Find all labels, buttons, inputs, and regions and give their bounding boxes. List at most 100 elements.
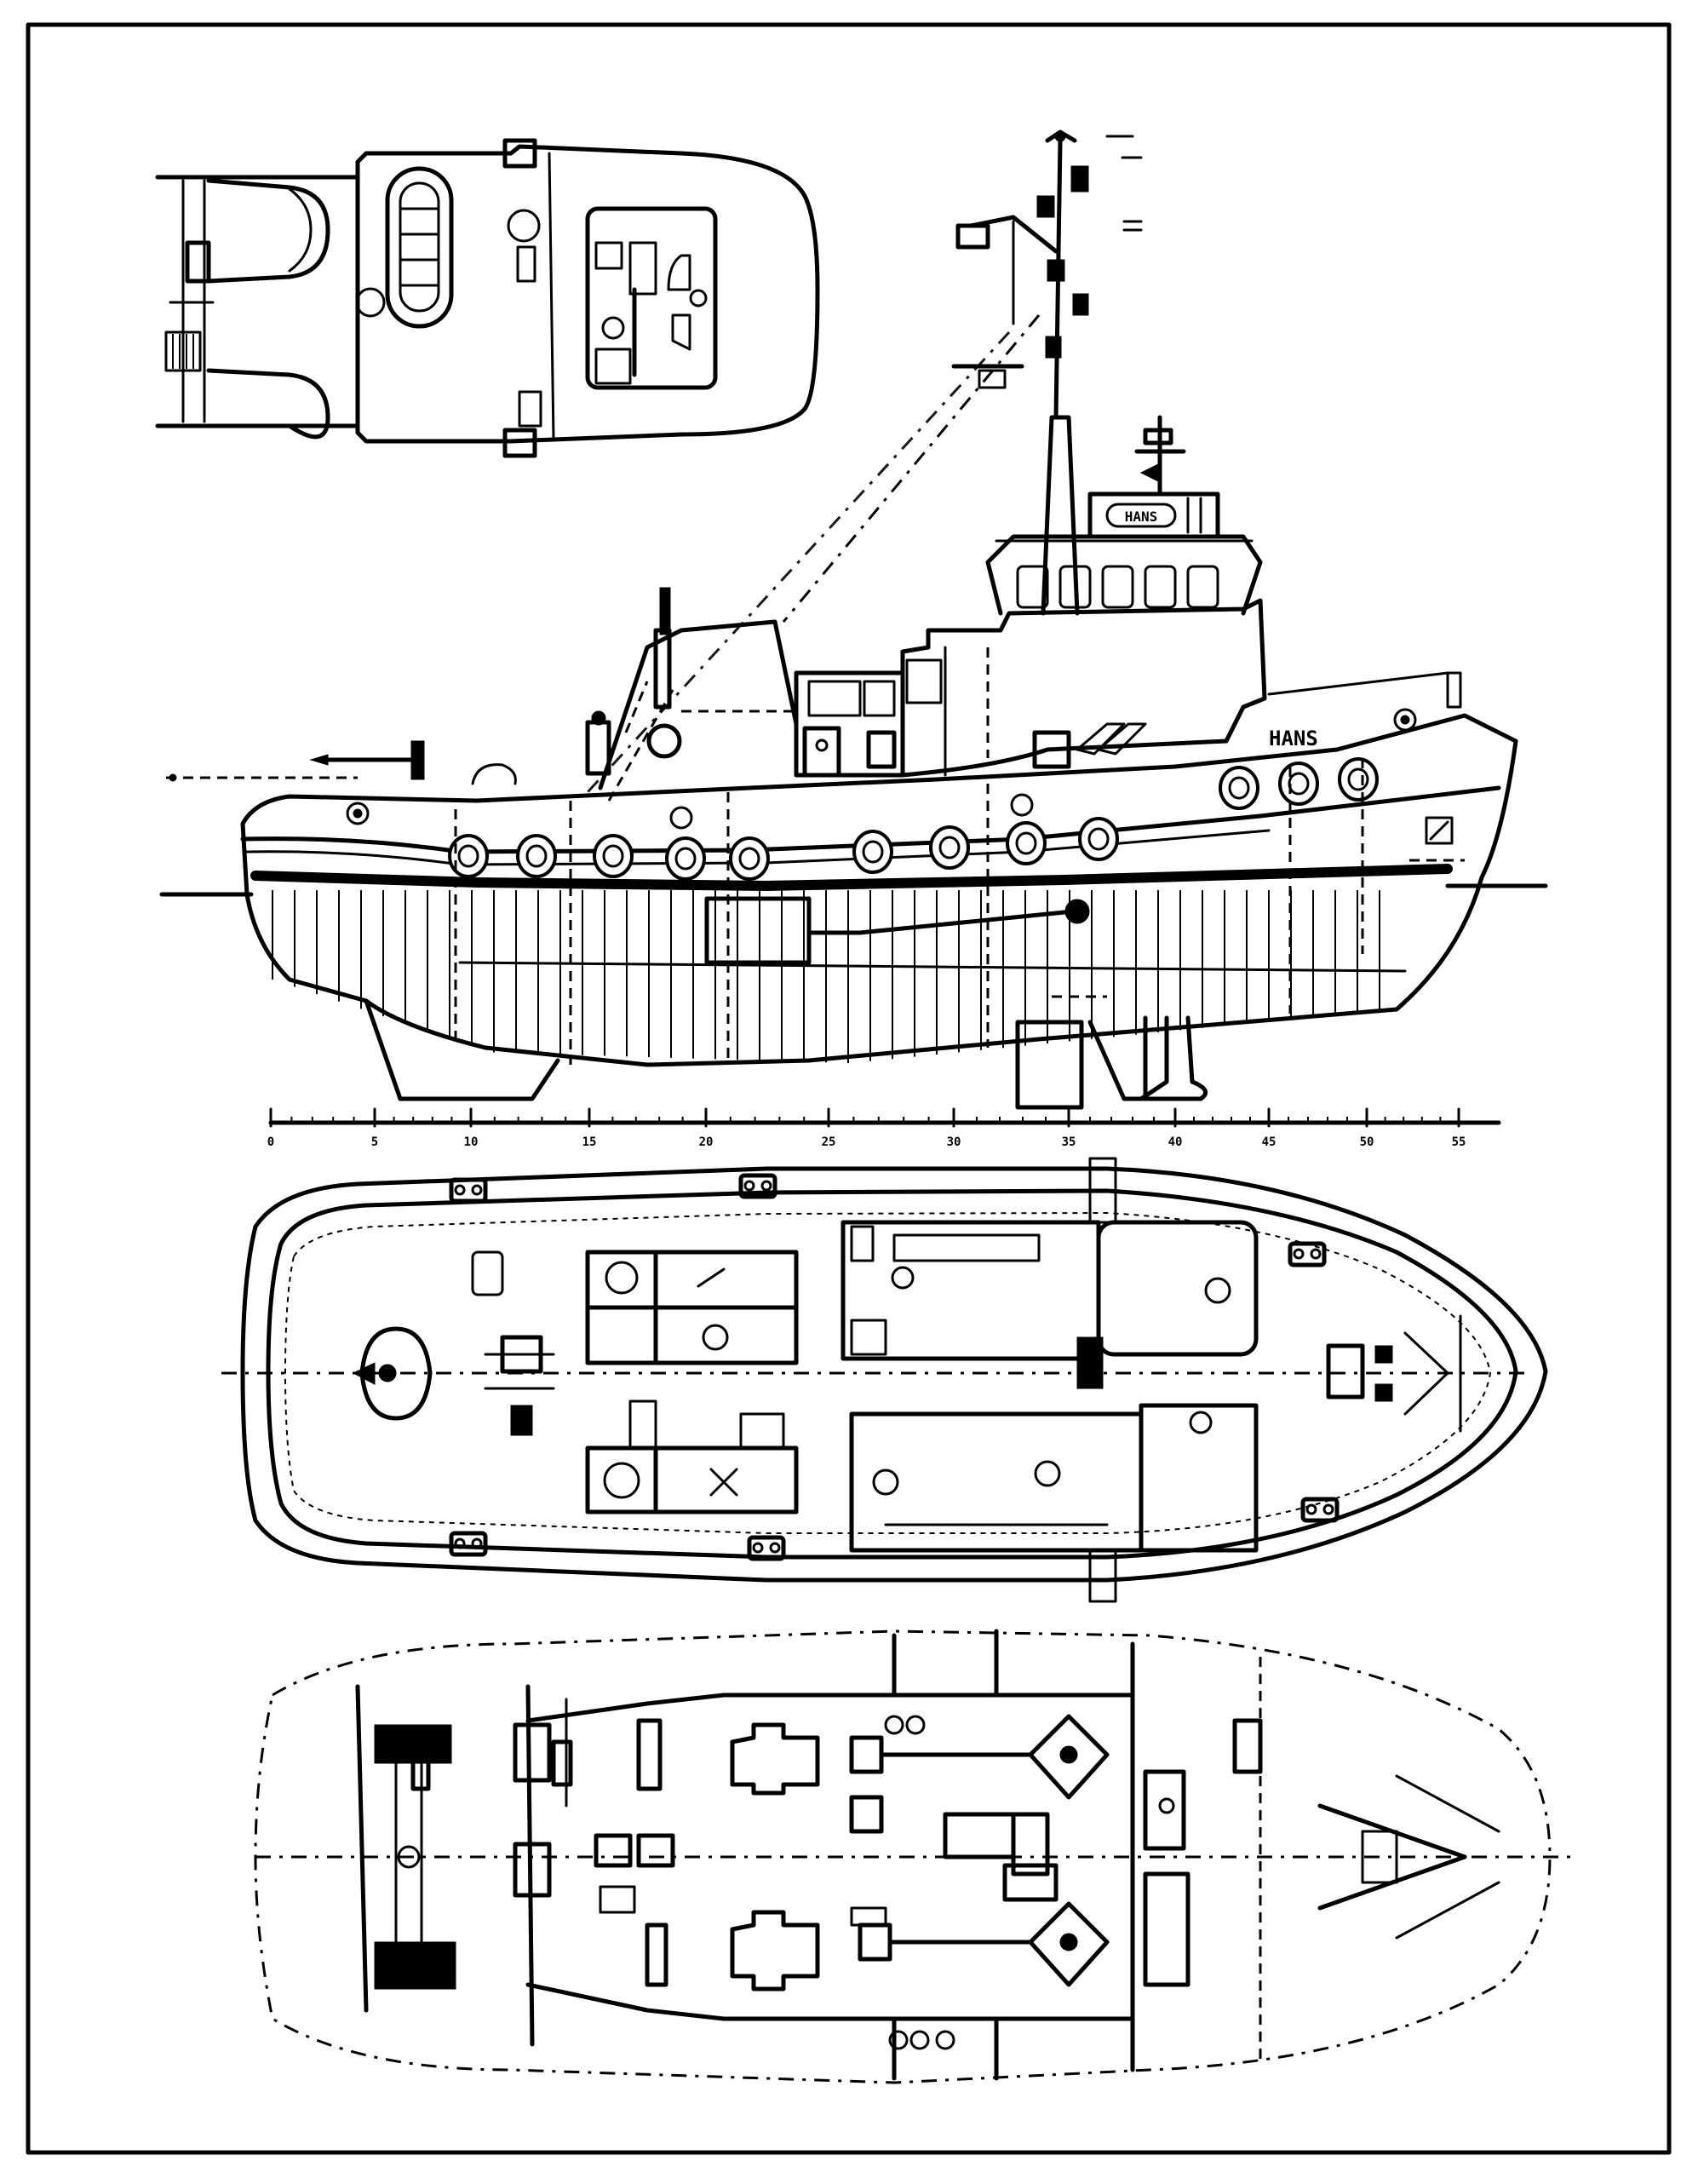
main-deckhouse	[900, 598, 1267, 778]
vessel-name-hull: HANS	[1269, 727, 1318, 750]
vent	[355, 287, 386, 318]
bulwark-outline	[240, 1166, 1548, 1583]
main-mast	[1041, 415, 1080, 616]
stair	[1076, 1336, 1104, 1389]
deck-edge	[266, 1188, 1518, 1560]
arrow-icon	[309, 754, 329, 766]
main-engine-port	[410, 1718, 820, 1796]
tank-top	[458, 961, 1407, 973]
fender-tyre-inner	[1087, 827, 1110, 851]
galley	[1139, 1403, 1259, 1553]
rudder	[1139, 1015, 1208, 1101]
ladder	[164, 330, 202, 372]
deck-bollard-post	[471, 1537, 483, 1549]
boot-topping	[250, 864, 1453, 891]
deck-bollard-post	[1310, 1248, 1322, 1260]
upper-deck-outline	[355, 144, 820, 444]
fender-tyre	[1006, 821, 1047, 865]
scale-label: 20	[699, 1135, 714, 1149]
deck-bollard	[747, 1535, 786, 1561]
masthead-light	[1072, 293, 1089, 316]
fender-tyre	[1078, 817, 1119, 861]
propulsor-starboard	[1028, 1901, 1110, 1987]
scale-label: 45	[1262, 1135, 1277, 1149]
fender-tyre	[929, 825, 970, 870]
scale-label: 40	[1168, 1135, 1183, 1149]
deck-bollard	[449, 1531, 488, 1557]
accommodation-port	[840, 1220, 1101, 1361]
scale-label: 55	[1452, 1135, 1466, 1149]
aft-winch	[1326, 1343, 1365, 1399]
hull-outline-plan	[254, 1629, 1552, 2084]
lifebuoy	[646, 723, 682, 759]
fender-tyre-inner	[1347, 767, 1369, 791]
masthead-light	[1045, 336, 1062, 359]
hull-frame-lines	[272, 890, 1407, 1064]
funnel	[598, 619, 799, 790]
mess	[1096, 1220, 1259, 1357]
accommodation-starboard	[849, 1411, 1144, 1553]
fender-tyre	[593, 834, 634, 878]
deck-bollards	[449, 1173, 1340, 1561]
scale-label: 30	[947, 1135, 961, 1149]
main-engine-starboard	[645, 1910, 820, 1991]
deck-bollard	[1288, 1241, 1327, 1267]
store	[585, 1250, 658, 1310]
deck-bollard-post	[454, 1184, 466, 1196]
fender-tyre	[1219, 766, 1259, 810]
fender-tyre	[448, 834, 489, 878]
mast-stay	[782, 314, 1041, 623]
towing-hook	[359, 1326, 433, 1421]
fender-tyre-inner	[457, 844, 479, 868]
profile-view: HANS HANS	[159, 129, 1548, 1110]
wheelhouse-top-rail	[1087, 491, 1220, 539]
towing-bitt-starboard	[206, 368, 330, 440]
generator	[636, 1833, 675, 1868]
deck-bollard	[738, 1173, 777, 1199]
scale-label: 35	[1062, 1135, 1076, 1149]
scale-label: 10	[464, 1135, 479, 1149]
deck-bollard-post	[454, 1537, 466, 1549]
deck-bollard-post	[471, 1184, 483, 1196]
masthead-light	[1070, 165, 1089, 193]
wheelhouse-window	[1144, 565, 1177, 609]
hatch	[185, 240, 211, 284]
towing-bitt-port	[206, 178, 330, 284]
fender-tyre	[1338, 757, 1379, 802]
deck-bollard-post	[1305, 1503, 1317, 1515]
bollard	[502, 138, 537, 169]
wheelhouse-window	[1186, 565, 1219, 609]
fender-tyre-inner	[525, 844, 548, 868]
hatch	[471, 1250, 504, 1296]
fender-tyre-inner	[602, 844, 624, 868]
deck-bollard-post	[752, 1542, 764, 1554]
propulsor-port	[1028, 1714, 1110, 1800]
scale-label: 25	[822, 1135, 836, 1149]
drawing-frame	[26, 22, 1672, 2155]
bollard	[502, 428, 537, 458]
hull-outline	[240, 713, 1518, 1067]
generator	[943, 1812, 1016, 1859]
main-deck-plan	[221, 1157, 1548, 1603]
fender-tyre	[729, 836, 770, 881]
upper-deck-plan	[155, 138, 820, 458]
deck-bollard	[1300, 1497, 1340, 1523]
fender-tyre-inner	[738, 847, 760, 871]
scale-label: 15	[582, 1135, 597, 1149]
scale-label: 5	[371, 1135, 378, 1149]
engine-room-plan	[254, 1629, 1575, 2084]
fender-tyre	[852, 830, 893, 874]
vent	[507, 209, 541, 243]
fender-tyre-inner	[674, 847, 697, 871]
wheelhouse	[985, 534, 1263, 616]
wheelhouse-roof	[585, 206, 718, 390]
liferaft	[385, 166, 454, 329]
stair	[628, 1399, 657, 1450]
name-board	[1105, 503, 1177, 528]
deck-bollard-post	[1322, 1503, 1334, 1515]
generator	[594, 1833, 633, 1868]
tank	[374, 1941, 456, 1990]
wheelhouse-window	[1016, 565, 1049, 609]
fender-tyre	[516, 834, 557, 878]
